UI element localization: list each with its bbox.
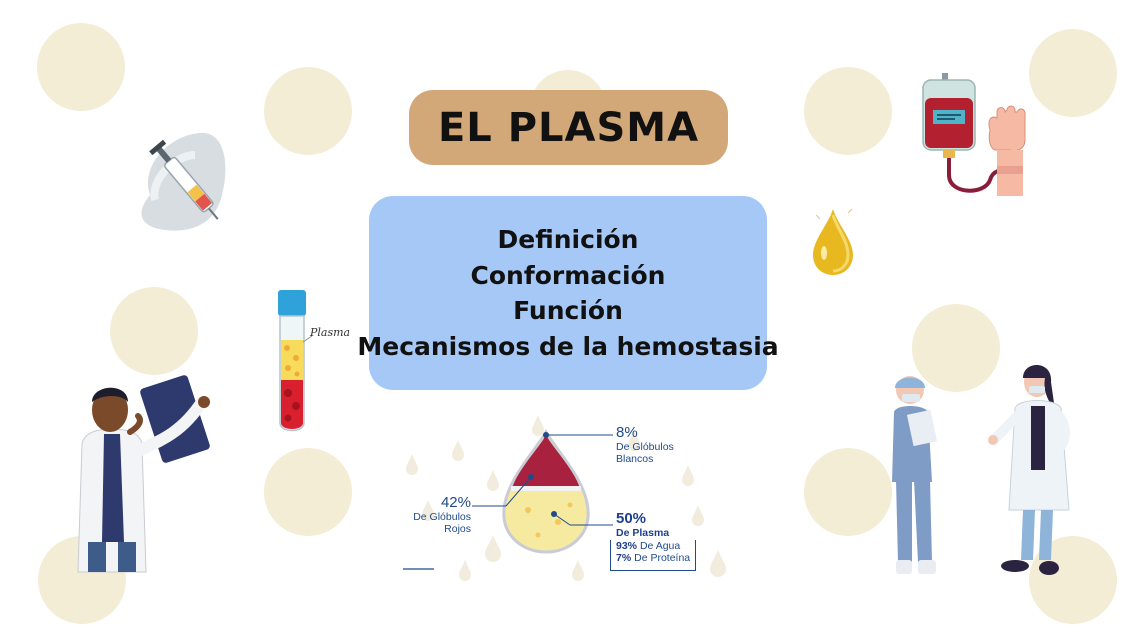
topics-box: Definición Conformación Función Mecanism… xyxy=(357,196,779,390)
blood-bag-icon xyxy=(922,73,1026,196)
plasma-composition: 93% De Agua 7% De Proteína xyxy=(610,540,696,571)
topic-funcion: Función xyxy=(513,296,623,325)
background-dot xyxy=(110,287,198,375)
syringe-icon xyxy=(141,132,226,231)
background-dot xyxy=(912,304,1000,392)
background-dot xyxy=(1029,29,1117,117)
plasma-info: 50% De Plasma xyxy=(616,510,669,539)
doctor-illustration xyxy=(77,375,210,573)
plasma-label: De Plasma xyxy=(616,527,670,539)
water-pct: 93% xyxy=(616,540,638,552)
topic-definicion: Definición xyxy=(497,225,639,254)
red-cells-info: 42% De Glóbulos Rojos xyxy=(408,494,471,535)
white-cells-pct: 8% xyxy=(616,424,638,441)
topic-conformacion: Conformación xyxy=(470,260,666,290)
background-dot xyxy=(804,67,892,155)
nurse-illustration xyxy=(892,376,938,574)
protein-label: De Proteína xyxy=(634,552,691,564)
white-cells-label-1: De Glóbulos xyxy=(616,441,674,453)
protein-row: 7% De Proteína xyxy=(611,552,695,564)
red-cells-label-2: Rojos xyxy=(444,523,471,535)
page-title: EL PLASMA xyxy=(437,104,700,151)
water-label: De Agua xyxy=(639,540,681,552)
white-cells-label-2: Blancos xyxy=(616,453,654,465)
white-cells-info: 8% De Glóbulos Blancos xyxy=(616,424,674,465)
water-row: 93% De Agua xyxy=(611,540,695,552)
red-cells-pct: 42% xyxy=(440,494,471,511)
protein-pct: 7% xyxy=(616,552,632,564)
test-tube-icon xyxy=(278,290,312,432)
title-banner: EL PLASMA xyxy=(409,90,728,165)
topic-mecanismos: Mecanismos de la hemostasia xyxy=(357,331,779,361)
background-dot xyxy=(804,448,892,536)
female-doctor-illustration xyxy=(988,364,1070,575)
red-cells-label-1: De Glóbulos xyxy=(413,511,471,523)
background-dot xyxy=(264,448,352,536)
plasma-drop-icon xyxy=(813,208,853,275)
background-dot xyxy=(37,23,125,111)
background-dot xyxy=(264,67,352,155)
plasma-pct: 50% xyxy=(616,510,647,527)
blood-composition-drop xyxy=(403,415,726,581)
plasma-tube-label: Plasma xyxy=(310,326,351,339)
